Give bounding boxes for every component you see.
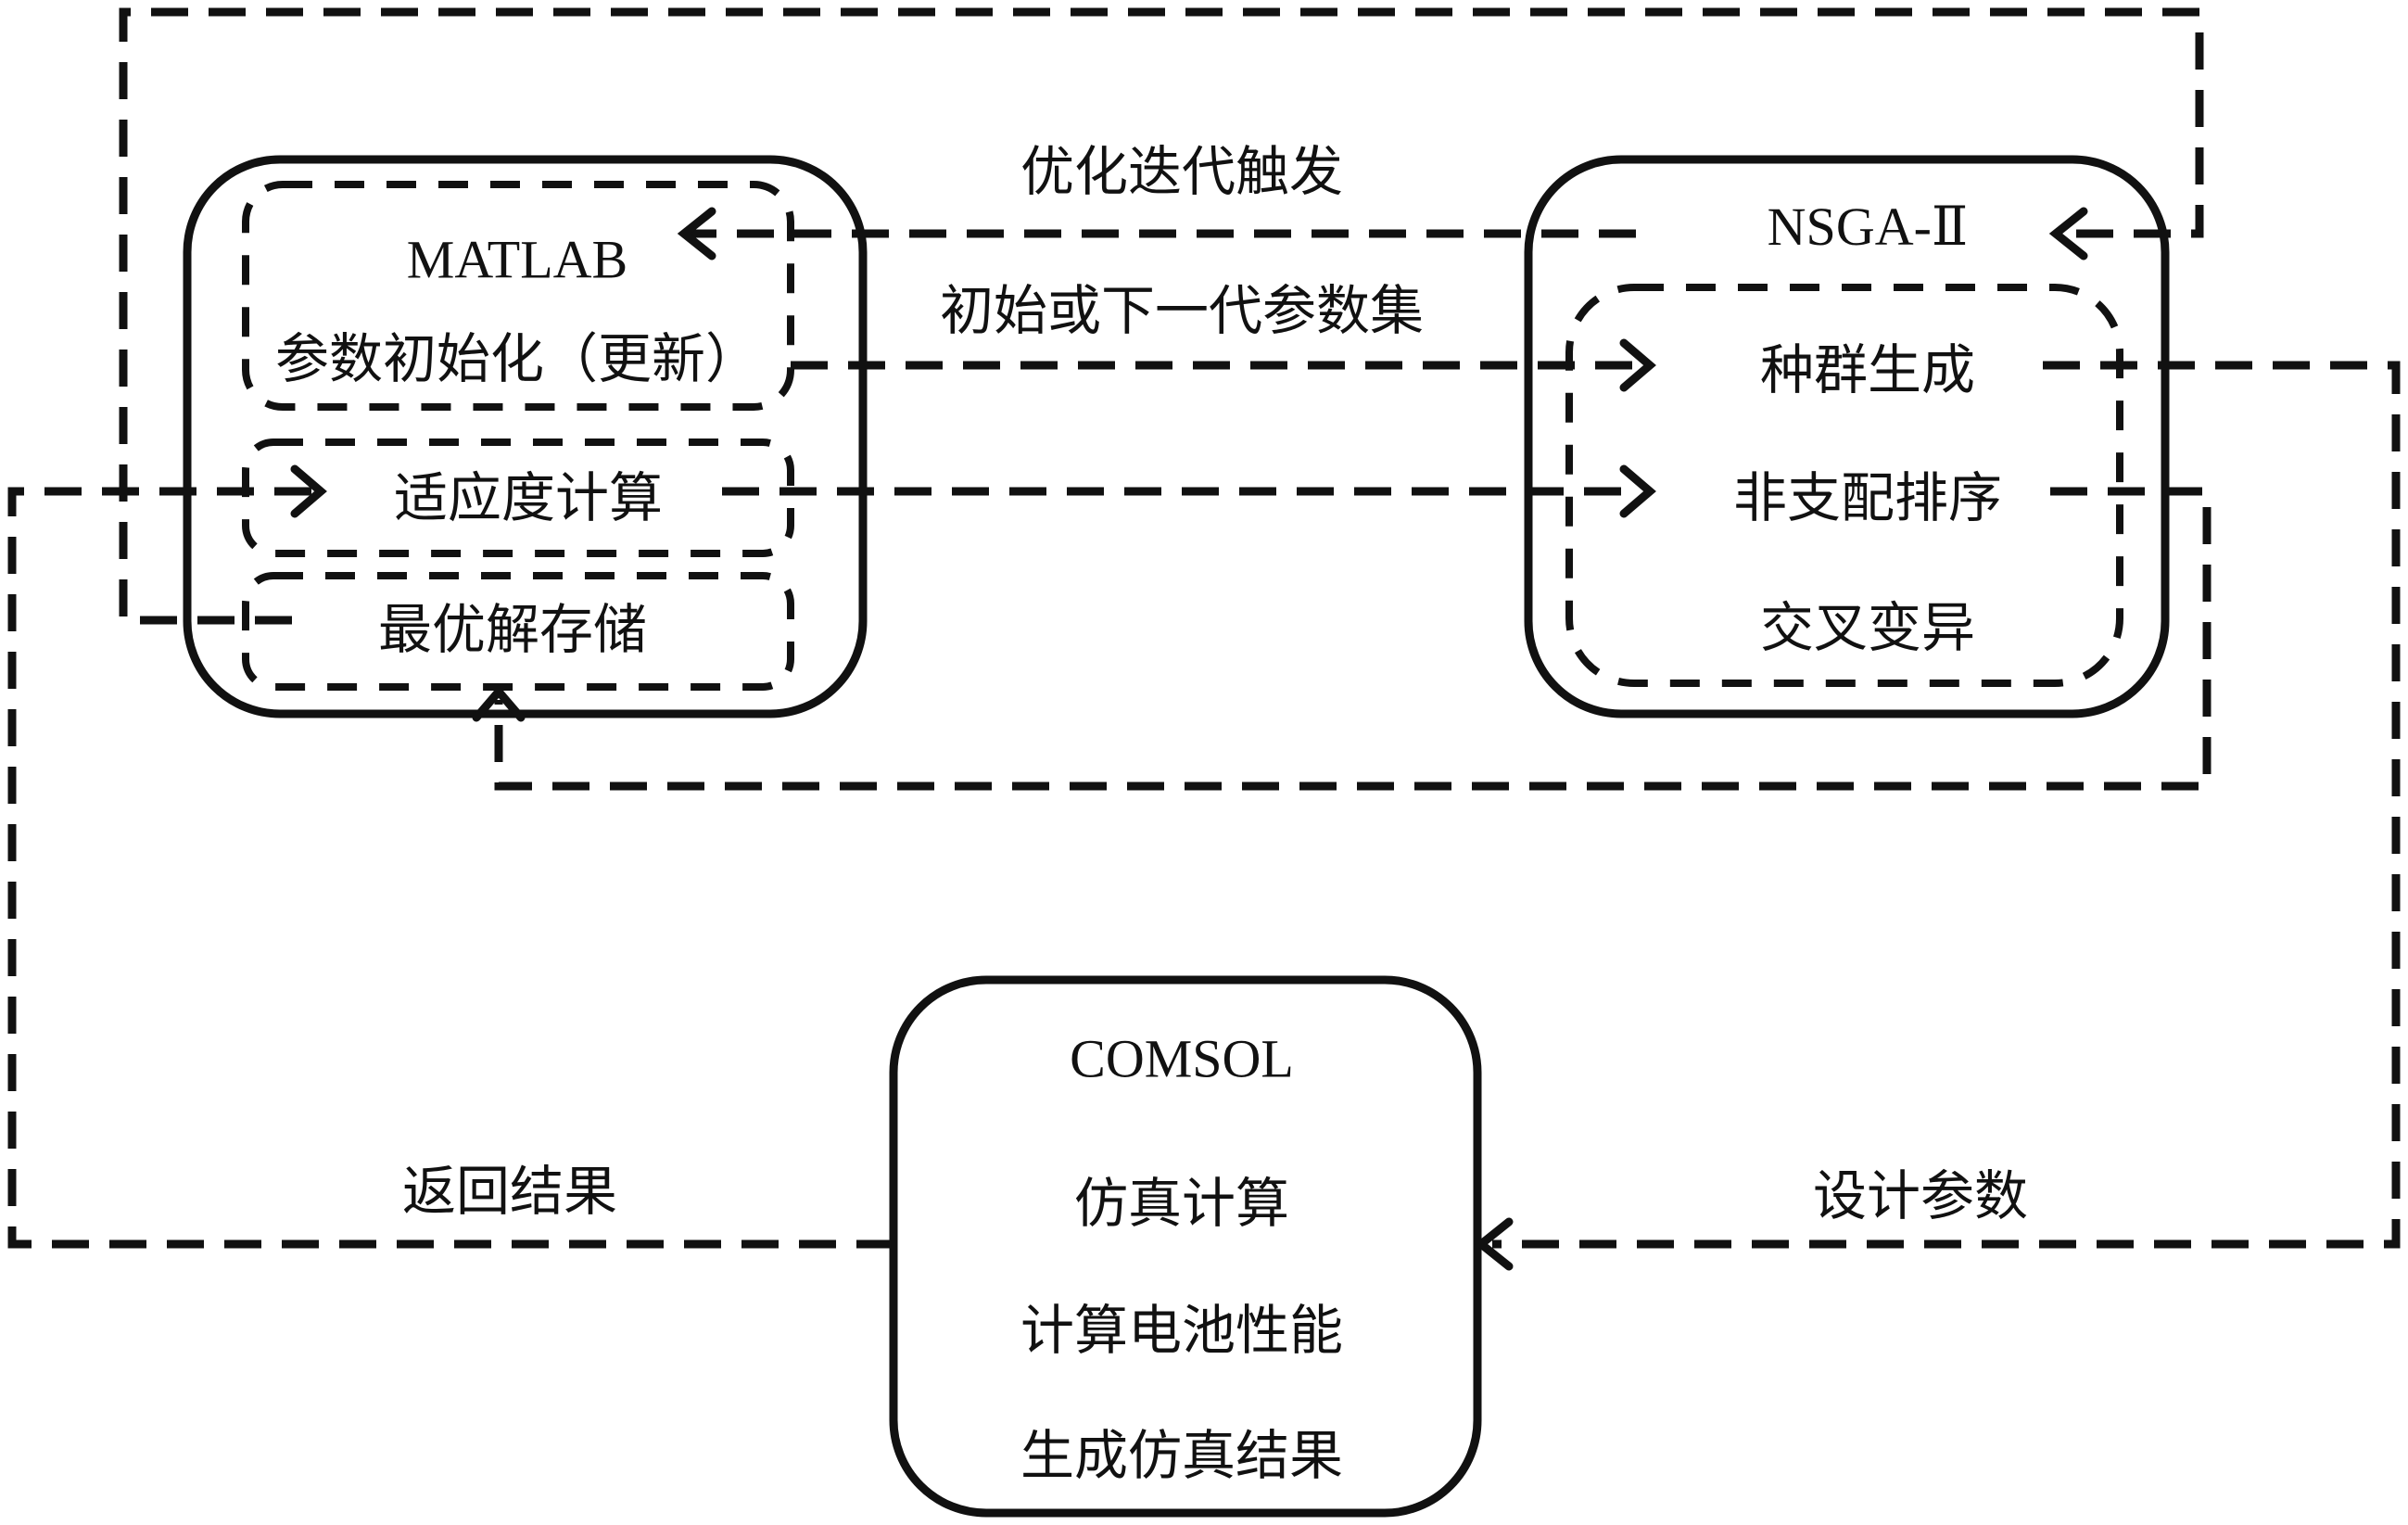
matlab-step-fitness: 适应度计算 [393, 466, 664, 529]
nsga-step-population: 种群生成 [1759, 338, 1976, 401]
nsga-step-sorting: 非支配排序 [1732, 466, 2003, 529]
sort-to-storage-line [494, 487, 2212, 791]
fitness-to-sort-arrow-head [1619, 464, 1656, 518]
nsga-box [1524, 155, 2170, 718]
comsol-title: COMSOL [1070, 1028, 1294, 1089]
matlab-init-group [242, 181, 794, 411]
return-results-arrow-head [290, 464, 327, 518]
iteration-arrow-head [2048, 207, 2088, 261]
edge-label-iteration-trigger: 优化迭代触发 [1020, 140, 1344, 203]
matlab-box [183, 155, 868, 718]
param-set-arrow-head [1619, 338, 1656, 392]
matlab-title: MATLAB [406, 229, 628, 290]
comsol-step-performance: 计算电池性能 [1020, 1299, 1344, 1362]
comsol-step-simulate: 仿真计算 [1073, 1172, 1290, 1235]
matlab-step-storage: 最优解存储 [377, 598, 648, 661]
sort-to-storage-arrow-head [472, 685, 526, 722]
comsol-step-results: 生成仿真结果 [1020, 1424, 1344, 1487]
nsga-step-crossover: 交叉变异 [1759, 596, 1976, 659]
edge-label-design-params: 设计参数 [1812, 1164, 2029, 1227]
matlab-step-init: 参数初始化（更新） [274, 327, 760, 390]
edge-label-param-set: 初始或下一代参数集 [939, 279, 1425, 342]
iteration-loop-line [119, 7, 2204, 625]
trigger-arrow-head [677, 207, 716, 261]
design-params-arrow-head [1474, 1217, 1514, 1271]
nsga-operator-group [1565, 284, 2123, 687]
nsga-title: NSGA-Ⅱ [1767, 197, 1969, 257]
return-results-line [7, 487, 893, 1249]
design-params-line [1492, 361, 2401, 1249]
edge-label-return-results: 返回结果 [401, 1160, 618, 1223]
